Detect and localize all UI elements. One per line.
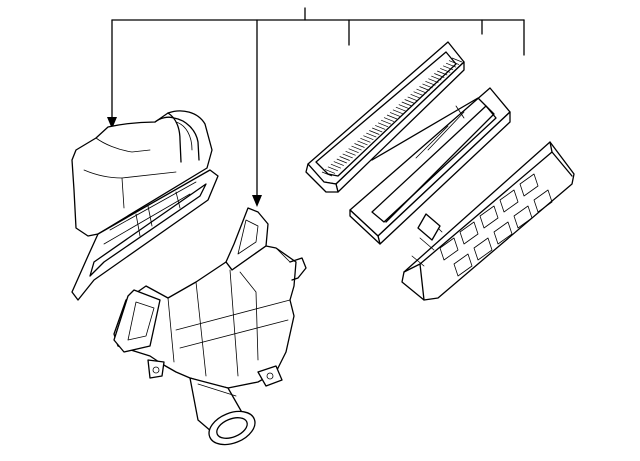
grid-cell [493,221,513,245]
pleat-line [366,132,377,138]
lower-housing [113,207,307,446]
callout-lower-housing [252,19,262,207]
filter-frame [349,87,511,245]
pleat-line [333,161,344,166]
grid-cell [513,205,533,229]
pleat-line [369,130,380,135]
grid-cells [439,173,553,277]
pleat-line [357,140,368,146]
pleat-line [327,166,339,172]
pleat-line [442,65,454,71]
pleat-line [345,150,356,156]
pleat-line [330,163,342,169]
grid-cell [473,237,493,261]
pleat-line [389,112,401,117]
pleat-line [437,70,448,76]
pleat-line [336,158,347,164]
upper-housing [71,110,219,301]
filter-pleats [321,57,463,177]
pleat-line [422,83,433,89]
pleat-line [410,93,421,99]
pleat-line [419,86,430,91]
grid-cell [453,253,473,277]
pleat-line [451,57,463,63]
pleat-line [448,60,460,65]
pleat-line [392,109,404,115]
pleat-line [416,88,427,94]
pleat-line [428,78,439,84]
pleat-line [324,169,336,174]
pleat-line [372,127,383,133]
pleat-line [413,91,424,97]
pleat-line [404,99,415,104]
pleat-line [407,96,418,102]
grid-cell [479,205,499,229]
pleat-line [351,145,362,151]
callout-upper-housing [107,19,117,129]
pleat-line [339,156,350,161]
pleat-line [360,137,371,143]
callout-lines [107,7,525,207]
pleat-line [348,148,359,154]
grid-cell [459,221,479,245]
pleat-line [375,125,386,130]
pleat-line [440,68,451,73]
pleat-line [354,143,365,148]
pleat-line [383,117,395,122]
grid-cell [499,189,519,213]
grid-cell [519,173,539,197]
pleat-line [321,171,333,177]
pleated-filter [305,41,465,193]
filter-grid [401,141,575,301]
pleat-line [431,75,442,81]
grid-cell [533,189,553,213]
pleat-line [377,122,389,128]
grid-cell [439,237,459,261]
pleat-line [363,135,374,141]
pleat-line [386,114,398,120]
pleat-line [434,73,445,78]
pleat-line [425,80,436,86]
pleat-line [445,62,457,68]
pleat-line [395,106,407,112]
pleat-line [401,101,412,107]
pleat-line [398,104,409,109]
pleat-line [380,119,392,125]
pleat-line [342,153,353,159]
